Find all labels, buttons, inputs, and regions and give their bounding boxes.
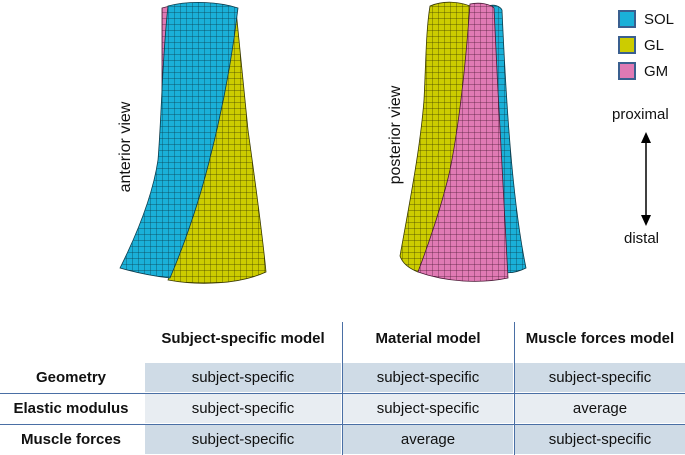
distal-label: distal — [624, 230, 660, 247]
sol-swatch — [618, 10, 636, 28]
row-divider — [0, 424, 685, 425]
table-cell: average — [343, 425, 513, 454]
row-header: Geometry — [35, 369, 107, 386]
gm-swatch — [618, 62, 636, 80]
legend-label: GM — [644, 62, 669, 80]
table-cell: subject-specific — [145, 363, 341, 392]
posterior-view-label: posterior view — [387, 85, 404, 185]
table-cell: subject-specific — [145, 425, 341, 454]
legend-item-sol: SOL — [618, 6, 682, 32]
proximal-distal-arrow — [641, 132, 651, 226]
table-cell: subject-specific — [343, 394, 513, 423]
table-cell: subject-specific — [515, 425, 685, 454]
posterior-mesh — [399, 1, 527, 282]
legend-label: GL — [644, 36, 665, 54]
column-header: Subject-specific model — [161, 330, 325, 347]
table-cell: average — [515, 394, 685, 423]
table-cell: subject-specific — [145, 394, 341, 423]
posterior-gm-region — [417, 2, 509, 282]
legend-item-gm: GM — [618, 58, 682, 84]
anterior-mesh — [119, 1, 267, 284]
legend-label: SOL — [644, 10, 675, 28]
legend: SOL GL GM — [618, 6, 682, 84]
muscle-figure: anterior view posterior view SOL GL GM p… — [117, 1, 682, 284]
column-header: Muscle forces model — [525, 330, 675, 347]
proximal-label: proximal — [612, 106, 669, 123]
column-divider — [342, 322, 343, 455]
legend-item-gl: GL — [618, 32, 682, 58]
row-header: Elastic modulus — [13, 400, 129, 417]
gl-swatch — [618, 36, 636, 54]
table-cell: subject-specific — [515, 363, 685, 392]
anterior-sol-region — [119, 1, 239, 279]
table-cell: subject-specific — [343, 363, 513, 392]
column-header: Material model — [375, 330, 481, 347]
muscle-meshes — [119, 1, 651, 284]
row-divider — [0, 393, 685, 394]
column-divider — [514, 322, 515, 455]
model-comparison-table: Subject-specific model Material model Mu… — [0, 322, 685, 455]
anterior-view-label: anterior view — [117, 101, 134, 193]
row-header: Muscle forces — [20, 431, 122, 448]
